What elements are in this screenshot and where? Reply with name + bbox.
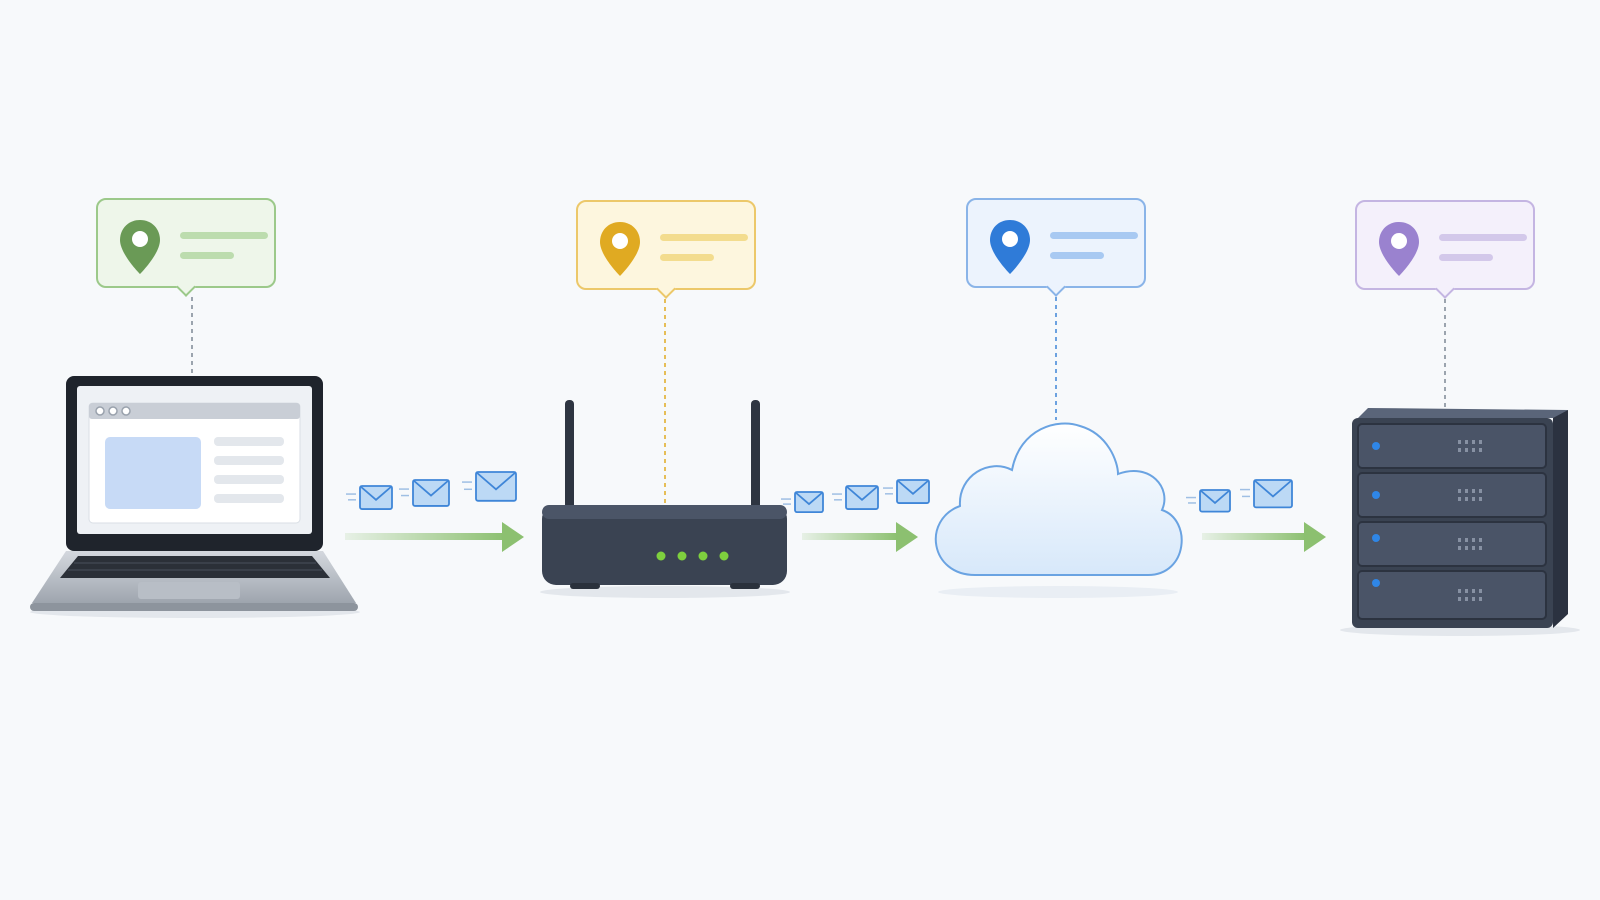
location-pin-icon [598,220,642,283]
location-callout-cloud [966,198,1146,297]
envelope-icon [346,485,393,510]
server-unit [1357,570,1547,620]
envelope-icon [832,485,879,510]
flow-arrow-laptop-router [345,522,524,552]
envelope-icon [399,479,450,507]
server-icon [1340,408,1580,636]
location-pin-icon [1377,220,1421,283]
callout-text-line [1050,232,1138,239]
flow-arrow-router-cloud [802,522,918,552]
location-pin-icon [988,218,1032,281]
callout-text-line [180,232,268,239]
envelope-icon [1240,479,1293,509]
envelope-icon [1186,489,1231,513]
server-unit [1357,423,1547,469]
laptop-icon [30,376,360,618]
callout-text-line [660,234,748,241]
callout-text-line [1050,252,1104,259]
flow-arrow-cloud-server [1202,522,1326,552]
callout-text-line [660,254,714,261]
router-icon [540,400,790,598]
server-unit [1357,472,1547,518]
location-callout-router [576,200,756,299]
envelope-icon [781,491,824,514]
location-callout-server [1355,200,1535,299]
location-callout-laptop [96,198,276,297]
envelope-icon [883,479,930,504]
callout-text-line [1439,254,1493,261]
envelope-icon [462,471,517,502]
location-pin-icon [118,218,162,281]
server-unit [1357,521,1547,567]
cloud-icon [934,422,1183,598]
callout-text-line [180,252,234,259]
callout-text-line [1439,234,1527,241]
